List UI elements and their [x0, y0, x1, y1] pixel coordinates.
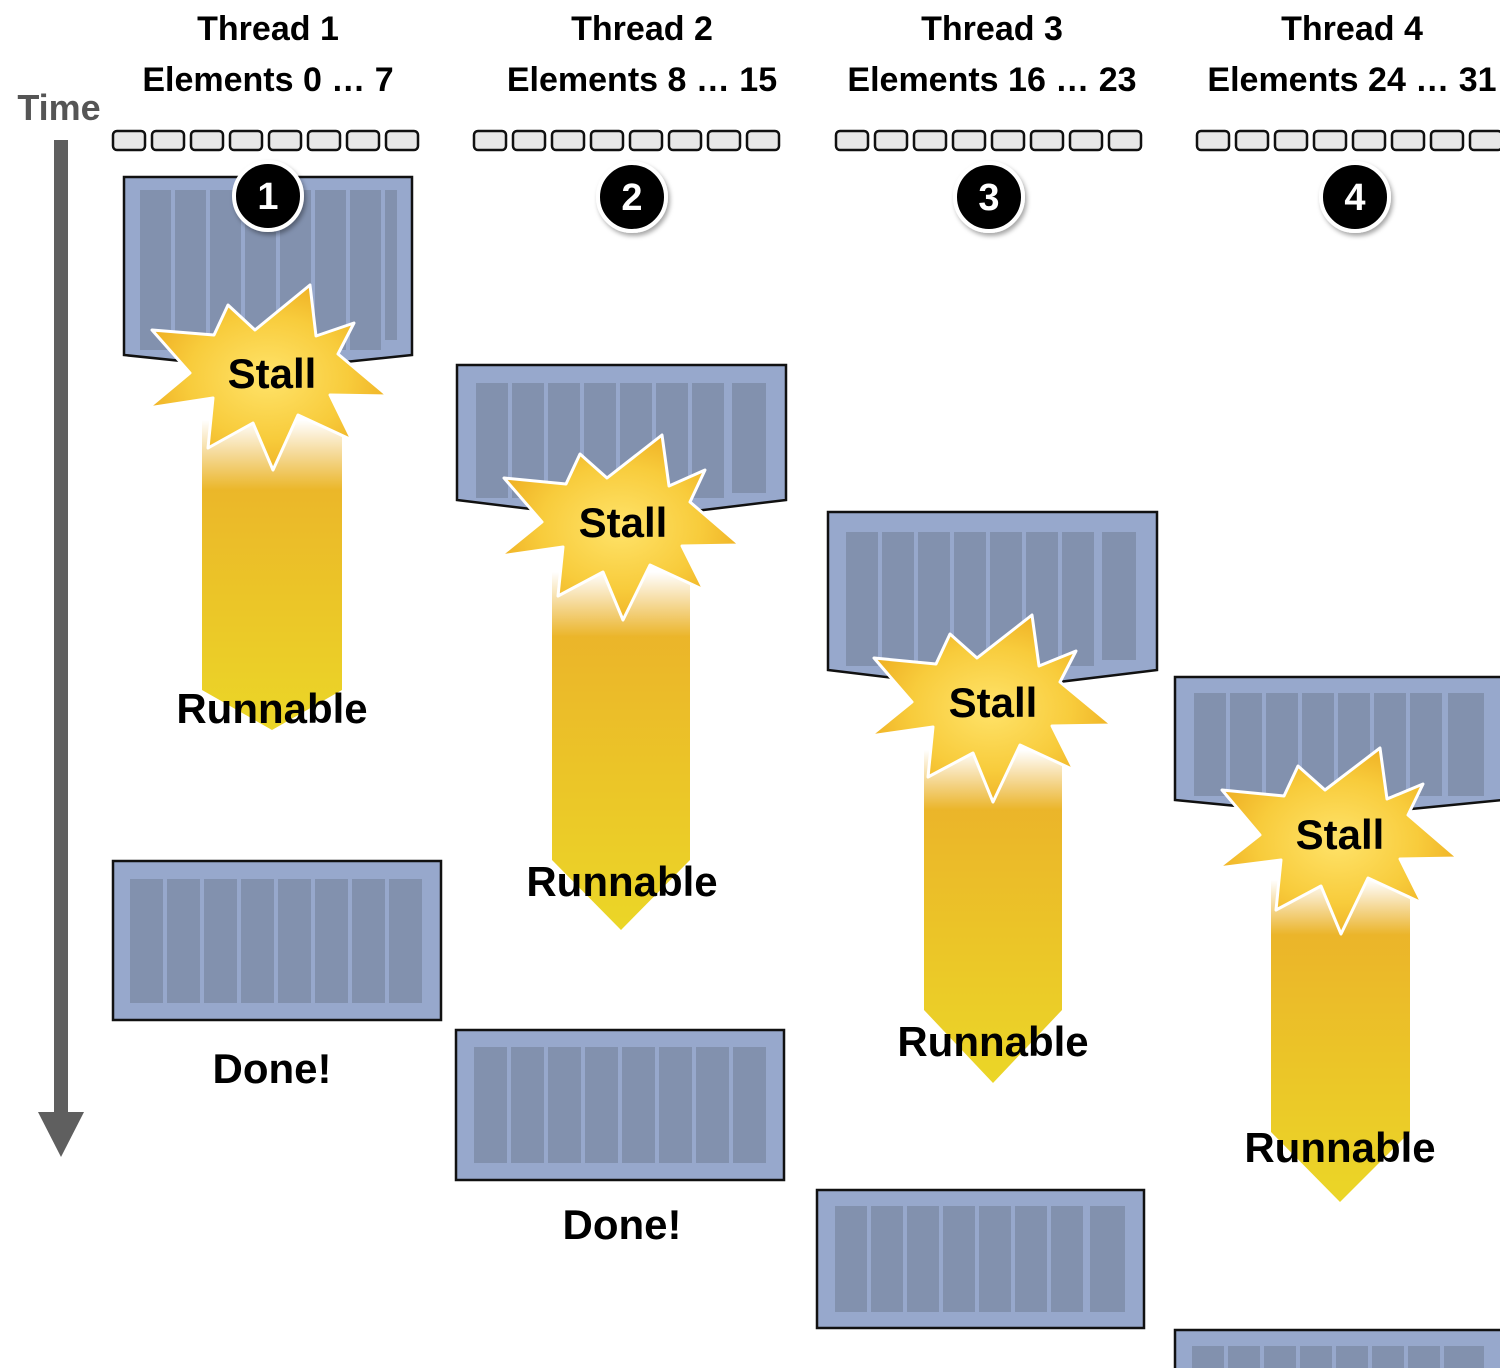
svg-text:4: 4	[1344, 177, 1365, 219]
thread-3-stall-label: Stall	[949, 679, 1038, 726]
thread-3-stall-burst: Stall	[868, 613, 1114, 804]
thread-3-column: Thread 3 Elements 16 … 23 3	[815, 10, 1159, 1330]
thread-3-next-block	[815, 1188, 1146, 1330]
thread-3-elements-range: Elements 16 … 23	[847, 61, 1136, 99]
thread-3-element-row	[834, 129, 1143, 152]
thread-4-stall-label: Stall	[1296, 811, 1385, 858]
thread-4-runnable-label: Runnable	[1244, 1124, 1435, 1171]
svg-text:1: 1	[257, 176, 278, 218]
thread-2-done-label: Done!	[563, 1201, 682, 1248]
thread-2-stall-label: Stall	[579, 499, 668, 546]
time-axis-arrowhead	[38, 1112, 84, 1157]
time-axis: Time	[17, 87, 101, 1157]
thread-2-column: Thread 2 Elements 8 … 15 2	[454, 10, 788, 1248]
thread-2-elements-range: Elements 8 … 15	[507, 61, 777, 99]
thread-1-badge: 1	[232, 160, 304, 232]
thread-1-element-row	[111, 129, 420, 152]
thread-4-title: Thread 4	[1281, 10, 1423, 48]
thread-4-stalled-block	[1173, 675, 1500, 818]
thread-3-stalled-block	[826, 510, 1159, 692]
thread-1-stalled-block	[122, 175, 414, 372]
thread-4-stall-burst: Stall	[1216, 746, 1460, 936]
thread-4-elements-range: Elements 24 … 31	[1207, 61, 1496, 99]
thread-2-element-row	[472, 129, 781, 152]
thread-4-badge: 4	[1319, 161, 1391, 233]
thread-3-title: Thread 3	[921, 10, 1063, 48]
thread-1-column: Thread 1 Elements 0 … 7	[111, 10, 443, 1092]
time-axis-line	[54, 140, 68, 1118]
thread-2-runnable-label: Runnable	[526, 858, 717, 905]
thread-2-done-block	[454, 1028, 786, 1182]
thread-1-stall-burst: Stall	[146, 283, 390, 472]
thread-2-stall-burst: Stall	[498, 433, 742, 622]
thread-4-column: Thread 4 Elements 24 … 31 4	[1173, 10, 1500, 1368]
svg-text:3: 3	[978, 177, 999, 219]
thread-1-elements-range: Elements 0 … 7	[142, 61, 393, 99]
thread-1-done-label: Done!	[213, 1045, 332, 1092]
time-axis-label: Time	[17, 87, 100, 128]
thread-4-element-row	[1195, 129, 1500, 152]
thread-1-title: Thread 1	[197, 10, 339, 48]
thread-3-badge: 3	[953, 161, 1025, 233]
thread-2-badge: 2	[596, 161, 668, 233]
thread-1-done-block	[111, 859, 443, 1022]
thread-3-runnable-label: Runnable	[897, 1018, 1088, 1065]
thread-4-next-block	[1173, 1328, 1500, 1368]
thread-1-stall-label: Stall	[228, 350, 317, 397]
svg-text:2: 2	[621, 177, 642, 219]
thread-1-runnable-label: Runnable	[176, 685, 367, 732]
thread-2-title: Thread 2	[571, 10, 713, 48]
